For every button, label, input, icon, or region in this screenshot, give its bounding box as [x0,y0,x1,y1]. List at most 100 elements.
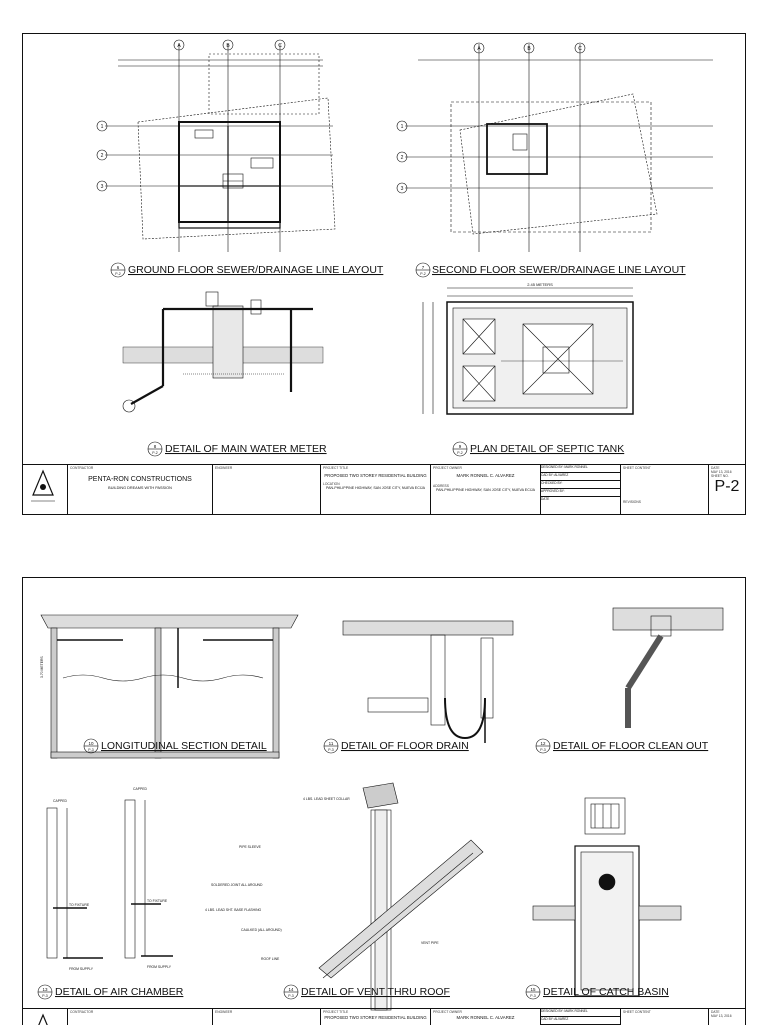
title-catch-basin: DETAIL OF CATCH BASIN [543,986,669,998]
detail-ref-10: P-3 [88,748,94,752]
grid-row-2: 2 [101,153,104,159]
location-value: PAN-PHILIPPINE HIGHWAY, SAN JOSE CITY, N… [326,486,425,490]
project-title-2: PROPOSED TWO STOREY RESIDENTIAL BUILDING [324,1015,427,1020]
date-label-2: DATE [711,466,720,470]
contractor-label: CONTRACTOR [70,466,94,470]
detail-ref-11: P-3 [328,748,334,752]
detail-ref-9: P-2 [457,451,463,455]
sheet-content-label: SHEET CONTENT [623,466,651,470]
engineer-label-2: ENGINEER [215,1010,233,1014]
detail-ref-13: P-3 [42,994,48,998]
label-pipe-sleeve: PIPE SLEEVE [239,845,262,849]
location-label: LOCATION [323,482,340,486]
label-from-supply-a: FROM SUPPLY [69,967,94,971]
project-title-label: PROJECT TITLE [323,466,349,470]
title-water-meter: DETAIL OF MAIN WATER METER [165,443,327,455]
owner-name: MARK RONNEL C. ALVAREZ [456,473,515,478]
drawing-sheet-p3: 10 P-3 11 P-3 12 P-3 13 P-3 14 P-3 15 P-… [22,577,746,1025]
grid-col-c: C [278,43,282,49]
sheet-number: P-2 [714,478,740,495]
owner-label: PROJECT OWNER [433,466,462,470]
grid-col-a: A [177,43,181,49]
date-label: DATE [541,497,550,501]
longitudinal-section [40,614,299,759]
floor-drain [342,620,514,743]
detail-num-6: 6 [117,265,120,270]
address-label: ADDRESS [433,484,449,488]
owner-label-2: PROJECT OWNER [433,1010,462,1014]
grid-row-2-2: 2 [401,155,404,161]
label-to-fixture-a: TO FIXTURE [69,903,90,907]
approved-by: APPROVED BY: [541,489,620,497]
checked-by: CHECKED BY: [541,481,620,489]
label-vent-pipe: VENT PIPE [421,941,439,945]
detail-num-12: 12 [540,741,546,746]
label-capped-a: CAPPED [53,799,67,803]
detail-ref-15: P-3 [530,994,536,998]
label-caulked: CAULKED (ALL AROUND) [241,928,282,932]
detail-ref-12: P-3 [540,748,546,752]
engineer-label: ENGINEER [215,466,233,470]
detail-num-14: 14 [288,987,294,992]
drawing-sheet-p2: A B C A B C 1 2 3 1 2 3 6 P-2 7 P-2 8 P-… [22,33,746,515]
title-second-floor-layout: SECOND FLOOR SEWER/DRAINAGE LINE LAYOUT [432,264,686,276]
title-floor-clean-out: DETAIL OF FLOOR CLEAN OUT [553,740,709,752]
detail-num-13: 13 [42,987,48,992]
grid-row-3-2: 3 [401,186,404,192]
contractor-label-2: CONTRACTOR [70,1010,94,1014]
detail-ref-7: P-2 [420,272,426,276]
designed-by-2: DESIGNED BY: MARK RONNEL [541,1009,620,1017]
sheet1-drawings: A B C A B C 1 2 3 1 2 3 6 P-2 7 P-2 8 P-… [96,39,713,457]
label-to-fixture-b: TO FIXTURE [147,899,168,903]
designed-by: DESIGNED BY: MARK RONNEL [541,465,620,473]
date-label-3: DATE [711,1010,720,1014]
grid-col-b-2: B [527,46,531,52]
sheet2-drawings: 10 P-3 11 P-3 12 P-3 13 P-3 14 P-3 15 P-… [37,607,724,1011]
grid-col-a-2: A [477,46,481,52]
grid-row-1: 1 [101,124,104,130]
detail-ref-6: P-2 [115,272,121,276]
label-flashing: 4 LBS. LEAD SHT. BASE FLASHING [205,908,262,912]
detail-num-8: 8 [154,444,157,449]
title-floor-drain: DETAIL OF FLOOR DRAIN [341,740,469,752]
title-longitudinal-section: LONGITUDINAL SECTION DETAIL [101,740,267,752]
label-collar: 4 LBS. LEAD SHEET COLLAR [303,797,350,801]
date-value: MAY 13, 2016 [711,470,732,474]
label-length: 3.70 METERS [40,656,44,678]
owner-name-2: MARK RONNEL C. ALVAREZ [456,1015,515,1020]
company-tagline: BUILDING DREAMS WITH PASSION [108,486,172,490]
project-title-label-2: PROJECT TITLE [323,1010,349,1014]
septic-tank-plan [422,287,634,415]
detail-ref-8: P-2 [152,451,158,455]
floor-clean-out [612,607,724,728]
company-logo [23,465,68,514]
date-value-2: MAY 13, 2016 [711,1014,732,1018]
grid-row-1-2: 1 [401,124,404,130]
label-soldered: SOLDERED JOINT ALL AROUND [211,883,263,887]
title-ground-floor-layout: GROUND FLOOR SEWER/DRAINAGE LINE LAYOUT [128,264,384,276]
septic-dimension: 2.45 METERS [527,282,553,287]
project-title: PROPOSED TWO STOREY RESIDENTIAL BUILDING [324,473,427,478]
detail-ref-14: P-3 [288,994,294,998]
address-value: PAN-PHILIPPINE HIGHWAY, SAN JOSE CITY, N… [436,488,535,492]
label-capped-b: CAPPED [133,787,147,791]
second-floor-plan [405,44,713,252]
sheet-content-label-2: SHEET CONTENT [623,1010,651,1014]
vent-thru-roof [318,782,484,1011]
company-logo-2 [23,1009,68,1025]
detail-num-11: 11 [329,741,334,746]
grid-col-b: B [226,43,230,49]
air-chamber [46,799,173,959]
water-meter-detail [122,291,324,413]
detail-num-10: 10 [88,741,94,746]
grid-col-c-2: C [578,46,582,52]
cad-by: CAD BY: ALVAREZ [541,473,620,481]
detail-num-15: 15 [530,987,536,992]
revisions-label: REVISIONS [623,500,641,504]
grid-row-3: 3 [101,184,104,190]
detail-num-9: 9 [459,444,462,449]
label-roof-line: ROOF LINE [261,957,280,961]
title-block: CONTRACTOR PENTA-RON CONSTRUCTIONS BUILD… [23,464,745,514]
title-septic-tank: PLAN DETAIL OF SEPTIC TANK [470,443,624,455]
catch-basin [532,797,682,997]
